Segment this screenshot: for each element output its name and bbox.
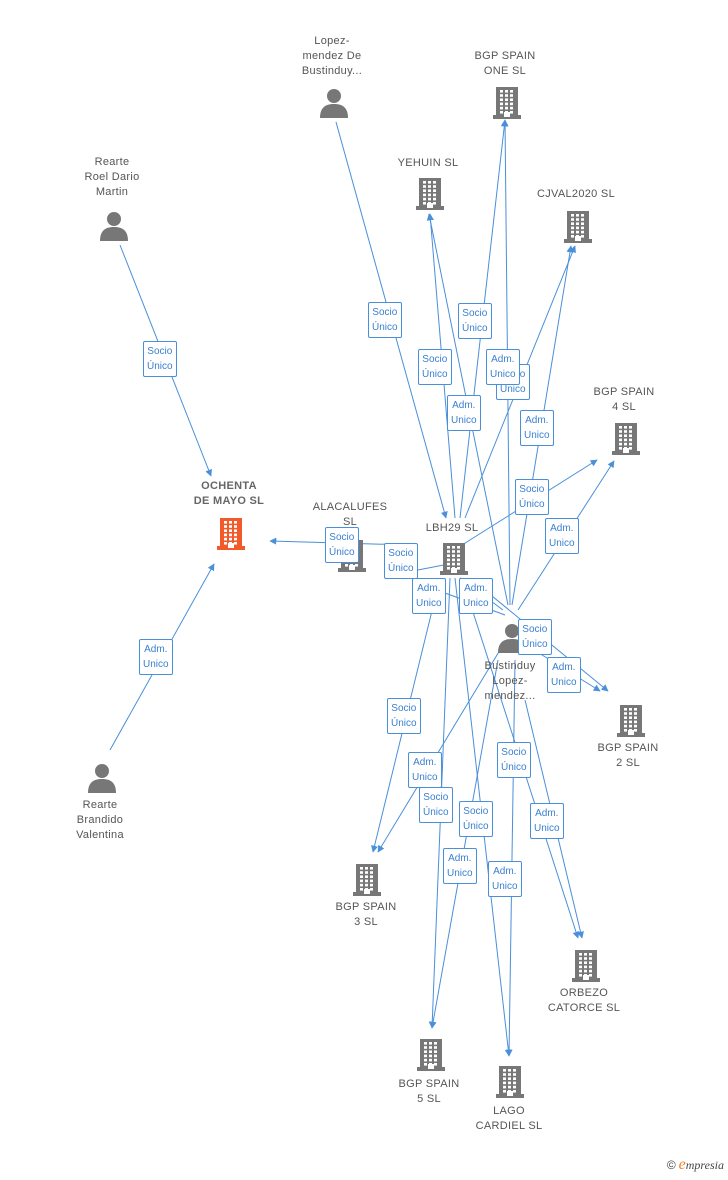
edge-bustinduy-to-bgp3 — [377, 649, 501, 853]
building-icon[interactable] — [416, 176, 444, 215]
node-label-orbezo[interactable]: ORBEZO CATORCE SL — [547, 987, 621, 1014]
building-icon[interactable] — [564, 209, 592, 248]
brand-name: mpresia — [685, 1158, 724, 1172]
relation-label[interactable]: Adm. Unico — [530, 803, 564, 839]
relation-label[interactable]: Socio Único — [458, 303, 492, 339]
building-icon[interactable] — [440, 541, 468, 580]
node-label-bgp4[interactable]: BGP SPAIN 4 SL — [593, 386, 655, 413]
building-icon[interactable] — [217, 516, 245, 555]
node-label-ochenta[interactable]: OCHENTA DE MAYO SL — [193, 480, 265, 507]
relation-label[interactable]: Adm. Unico — [443, 848, 477, 884]
node-label-lopez[interactable]: Lopez- mendez De Bustinduy... — [301, 34, 363, 77]
relation-label[interactable]: Adm. Unico — [447, 395, 481, 431]
building-icon[interactable] — [493, 85, 521, 124]
node-label-bgp5[interactable]: BGP SPAIN 5 SL — [398, 1078, 460, 1105]
relation-label[interactable]: Socio Único — [418, 349, 452, 385]
person-icon[interactable] — [320, 88, 348, 123]
copyright-symbol: © — [666, 1158, 676, 1172]
relation-label[interactable]: Socio Único — [459, 801, 493, 837]
node-label-cjval[interactable]: CJVAL2020 SL — [536, 187, 615, 200]
node-label-bustinduy[interactable]: Bustinduy Lopez- mendez... — [484, 659, 536, 702]
node-label-alacalufes[interactable]: ALACALUFES SL — [312, 501, 388, 528]
node-label-rearte_roel[interactable]: Rearte Roel Dario Martin — [84, 155, 140, 198]
relation-label[interactable]: Socio Único — [384, 543, 418, 579]
building-icon[interactable] — [496, 1064, 524, 1103]
node-label-lago[interactable]: LAGO CARDIEL SL — [475, 1105, 543, 1132]
relation-label[interactable]: Socio Único — [368, 302, 402, 338]
relation-label[interactable]: Adm. Unico — [408, 752, 442, 788]
building-icon[interactable] — [612, 421, 640, 460]
person-icon[interactable] — [88, 763, 116, 798]
node-label-bgp_one[interactable]: BGP SPAIN ONE SL — [474, 50, 536, 77]
building-icon[interactable] — [353, 862, 381, 901]
relation-label[interactable]: Socio Único — [387, 698, 421, 734]
relation-label[interactable]: Adm. Unico — [459, 578, 493, 614]
edge-bustinduy-to-lago — [505, 659, 516, 1057]
relation-label[interactable]: Socio Único — [515, 479, 549, 515]
relation-label[interactable]: Socio Único — [143, 341, 177, 377]
edge-bustinduy-to-bgp5 — [429, 659, 499, 1029]
brand-initial: e — [678, 1156, 686, 1173]
relation-label[interactable]: Socio Único — [497, 742, 531, 778]
node-label-rearte_brandido[interactable]: Rearte Brandido Valentina — [76, 798, 124, 841]
relation-label[interactable]: Adm. Unico — [412, 578, 446, 614]
relation-label[interactable]: Adm. Unico — [139, 639, 173, 675]
relation-label[interactable]: Adm. Unico — [547, 657, 581, 693]
person-icon[interactable] — [100, 211, 128, 246]
node-label-lbh29[interactable]: LBH29 SL — [425, 521, 479, 534]
empresia-brand[interactable]: © empresia — [667, 1156, 724, 1174]
relation-label[interactable]: Socio Único — [325, 527, 359, 563]
node-label-yehuin[interactable]: YEHUIN SL — [397, 156, 459, 169]
building-icon[interactable] — [572, 948, 600, 987]
relation-label[interactable]: Adm. Unico — [488, 861, 522, 897]
node-label-bgp2[interactable]: BGP SPAIN 2 SL — [597, 742, 659, 769]
relation-label[interactable]: Adm. Unico — [545, 518, 579, 554]
building-icon[interactable] — [417, 1037, 445, 1076]
relation-label[interactable]: Adm. Unico — [486, 349, 520, 385]
relation-label[interactable]: Adm. Unico — [520, 410, 554, 446]
relation-label[interactable]: Socio Único — [419, 787, 453, 823]
relation-label[interactable]: Socio Único — [518, 619, 552, 655]
building-icon[interactable] — [617, 703, 645, 742]
node-label-bgp3[interactable]: BGP SPAIN 3 SL — [335, 901, 397, 928]
